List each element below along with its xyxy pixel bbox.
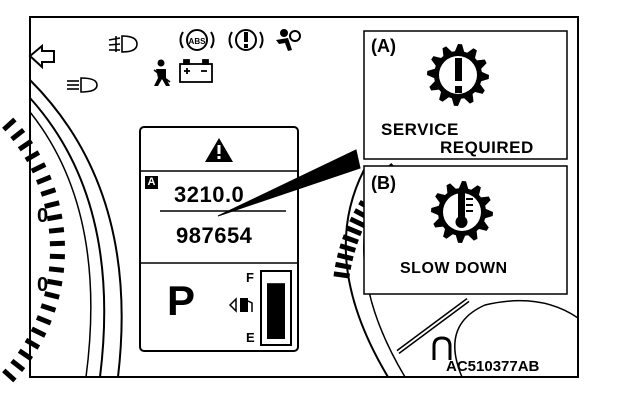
- warning-triangle-icon: [205, 138, 233, 162]
- fuel-empty-label: E: [246, 330, 255, 345]
- left-gauge-ticks: [2, 117, 65, 383]
- hook-icon: [432, 336, 452, 360]
- center-display-frame: [139, 126, 299, 352]
- service-text-line1: SERVICE: [381, 120, 459, 139]
- thermometer-stem: [458, 193, 465, 217]
- headlight-icon: [67, 77, 98, 93]
- slow-down-text: SLOW DOWN: [400, 260, 508, 277]
- right-gauge-tick: [345, 225, 363, 237]
- service-text-line2: REQUIRED: [440, 138, 534, 157]
- left-gauge-tick: [10, 127, 26, 142]
- right-gauge-tick: [336, 252, 354, 262]
- thermometer-bulb: [455, 216, 468, 228]
- gauge-needle: [396, 297, 470, 355]
- trip-a-badge: A: [145, 176, 158, 189]
- left-gauge-tick: [17, 348, 34, 362]
- left-gauge: [29, 79, 123, 378]
- left-gauge-tick: [2, 117, 17, 132]
- right-gauge-tick: [334, 261, 352, 270]
- abs-icon: ABS: [179, 29, 215, 51]
- gear-exclamation-icon: [427, 44, 489, 106]
- left-gauge-tick: [49, 253, 65, 260]
- reference-code: AC510377AB: [446, 358, 540, 375]
- left-gauge-tick: [44, 200, 60, 209]
- left-gauge-tick: [46, 278, 63, 287]
- callout-leader-outline: [217, 149, 361, 217]
- turn-signal-icon: [28, 43, 55, 70]
- left-gauge-tick: [35, 174, 52, 185]
- left-gauge-tick: [40, 303, 57, 313]
- fuel-level-bar: [267, 283, 285, 339]
- right-gauge-tick: [333, 271, 351, 279]
- left-gauge-tick: [35, 315, 52, 326]
- fuel-full-label: F: [246, 270, 254, 285]
- left-gauge-tick: [24, 337, 41, 350]
- battery-icon: [179, 59, 213, 83]
- left-gauge-tick: [46, 213, 63, 222]
- right-gauge-tick: [342, 234, 359, 245]
- left-gauge-tick: [30, 326, 47, 338]
- outer-frame: [29, 16, 579, 378]
- left-gauge-tick: [48, 227, 65, 234]
- svg-text:ABS: ABS: [189, 37, 207, 46]
- panel-a-label: (A): [371, 36, 396, 56]
- left-gauge-tick: [10, 358, 26, 373]
- trip-value: 987654: [176, 223, 253, 248]
- panel-b-label: (B): [371, 173, 396, 193]
- seatbelt-icon: [153, 59, 171, 86]
- fog-light-icon: [108, 35, 138, 53]
- left-gauge-tick: [24, 150, 41, 163]
- left-gauge-tick: [49, 240, 65, 247]
- exclamation-dot: [455, 86, 462, 93]
- left-gauge-tick: [2, 368, 17, 383]
- tach-label-lower: 0: [37, 274, 49, 296]
- left-gauge-tick: [48, 266, 65, 273]
- gear-indicator: P: [167, 277, 196, 324]
- brake-warning-icon: [228, 29, 264, 51]
- airbag-icon: [276, 29, 301, 51]
- left-gauge-tick: [44, 291, 60, 300]
- tach-label-upper: 0: [37, 205, 49, 227]
- odometer-value: 3210.0: [174, 182, 245, 207]
- right-gauge-tick: [339, 243, 357, 253]
- left-gauge-tick: [17, 138, 34, 152]
- gear-thermometer-icon: [431, 181, 493, 243]
- exclamation-bar: [455, 58, 462, 81]
- left-gauge-tick: [40, 187, 57, 197]
- fuel-pump-icon: [228, 297, 253, 313]
- left-gauge-tick: [30, 162, 47, 174]
- right-gauge-tick: [349, 216, 366, 229]
